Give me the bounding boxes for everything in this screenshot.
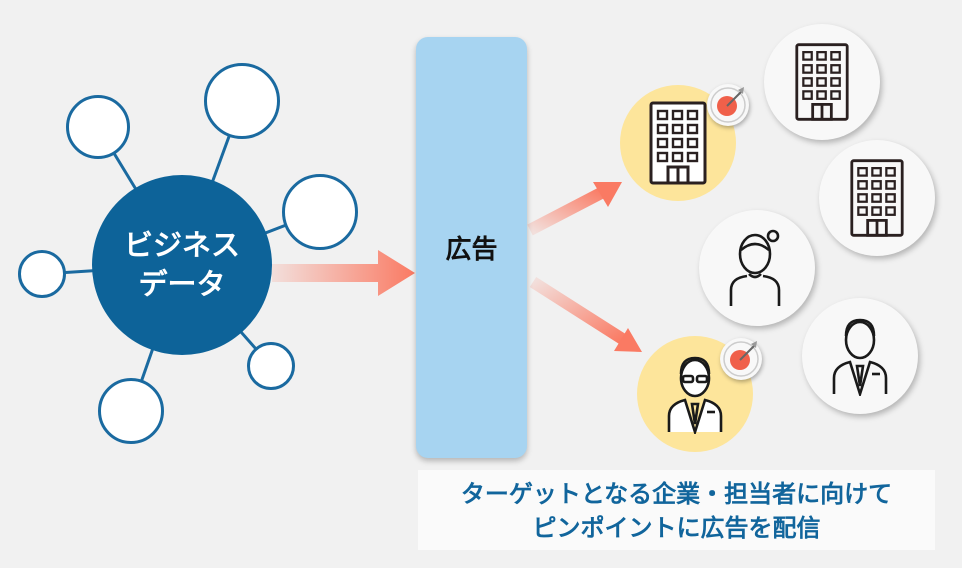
business-data-hub: ビジネス データ [92,175,272,355]
target-icon [710,87,746,123]
data-node [247,342,295,390]
businessman-icon [832,318,888,396]
hub-label-line1: ビジネス [123,227,240,262]
ad-box: 広告 [416,37,527,458]
caption-line2: ピンポイントに広告を配信 [532,514,821,542]
caption-line1: ターゲットとなる企業・担当者に向けて [460,480,893,508]
ad-label: 広告 [445,235,498,265]
arrow-to-target-person [529,276,642,352]
building-icon [649,101,707,185]
person-woman [699,210,815,326]
target-badge [707,84,749,126]
target-badge [720,338,762,380]
data-node [204,63,280,139]
woman-icon [729,229,781,306]
data-node [66,95,130,159]
data-node [98,378,164,444]
data-node [282,174,358,250]
data-node [18,250,66,298]
building-icon [850,159,904,237]
building-icon [795,43,849,121]
company [819,140,935,256]
company [764,24,880,140]
caption-box: ターゲットとなる企業・担当者に向けて ピンポイントに広告を配信 [418,470,935,550]
person-businessman [802,298,918,414]
arrow-to-ad [272,250,415,296]
arrow-to-target-company [527,182,622,236]
hub-label-line2: データ [138,267,226,301]
businessman-glasses-icon [667,356,723,434]
target-icon [723,341,759,377]
